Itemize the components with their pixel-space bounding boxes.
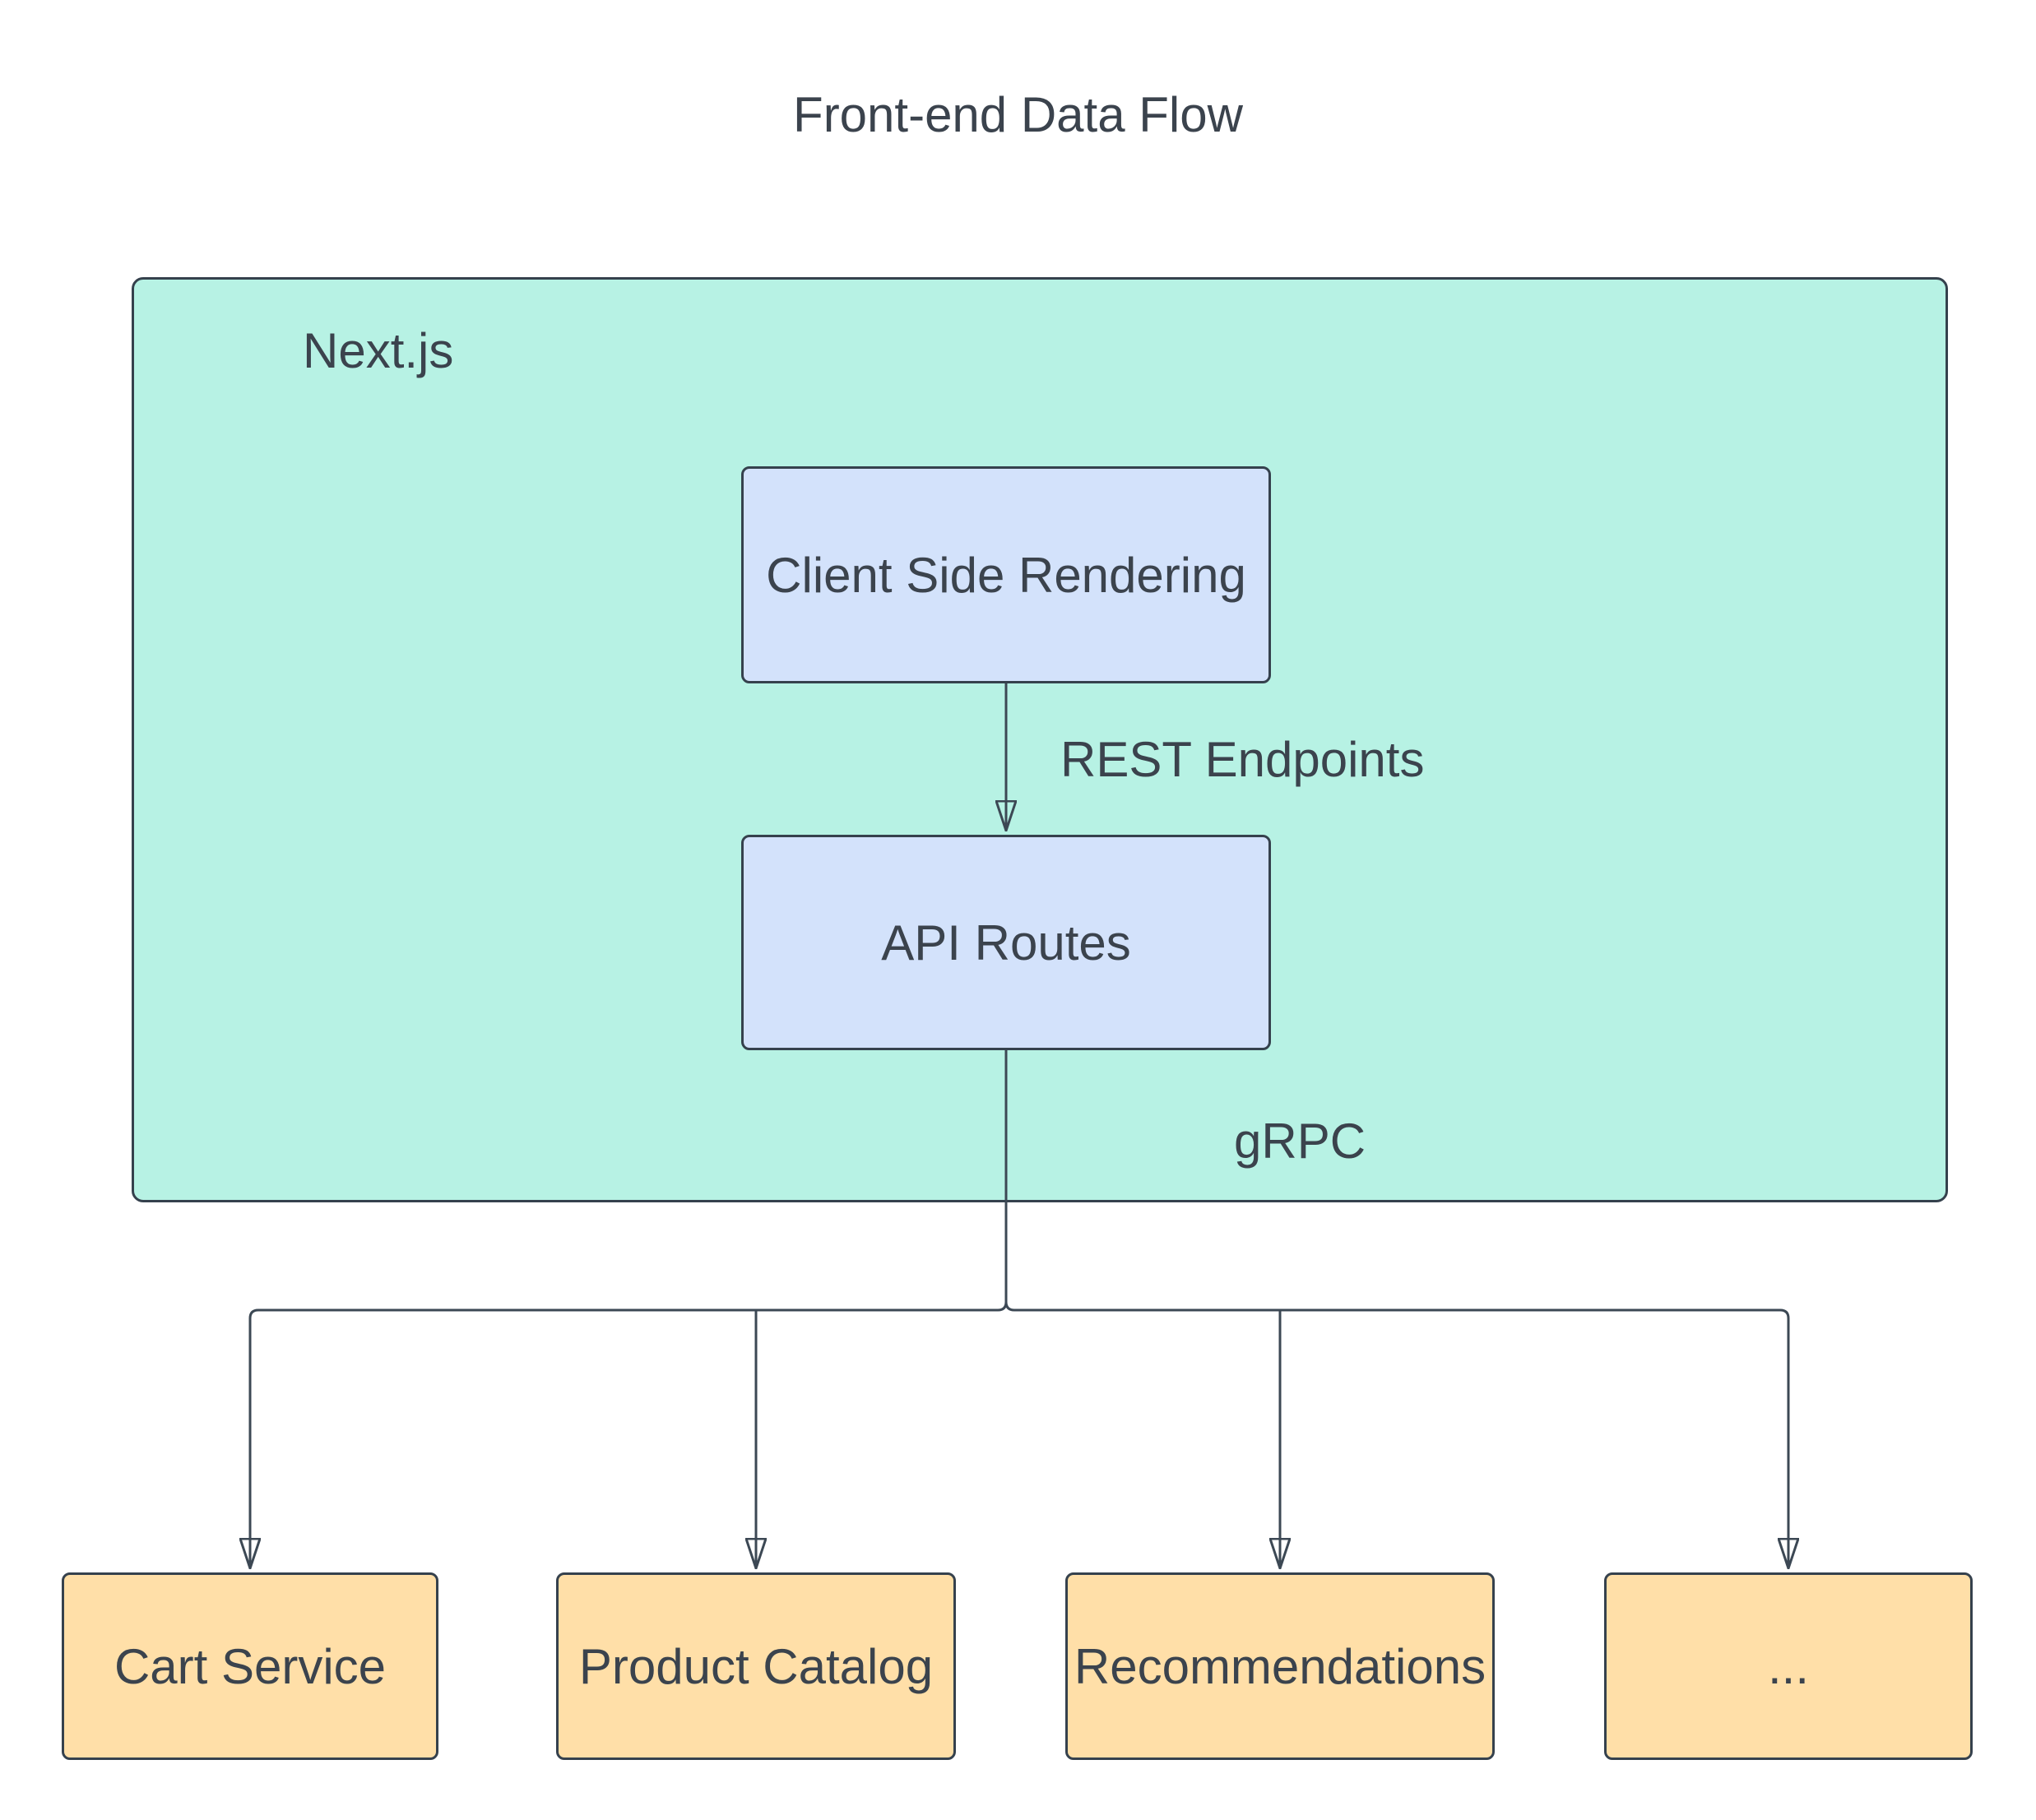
- node-client-side-rendering: Client Side Rendering: [741, 466, 1271, 683]
- node-recommendations-label: Recommendations: [1074, 1638, 1486, 1694]
- node-client-side-rendering-label: Client Side Rendering: [766, 547, 1246, 603]
- container-nextjs: Next.js: [132, 277, 1948, 1202]
- node-product-catalog-label: Product Catalog: [578, 1638, 934, 1694]
- node-ellipsis-service: ...: [1604, 1572, 1973, 1760]
- node-cart-service-label: Cart Service: [114, 1638, 387, 1694]
- node-cart-service: Cart Service: [62, 1572, 438, 1760]
- edge-label-grpc: gRPC: [1234, 1114, 1366, 1169]
- node-api-routes-label: API Routes: [881, 915, 1131, 970]
- container-nextjs-label: Next.js: [303, 323, 454, 378]
- node-recommendations: Recommendations: [1065, 1572, 1495, 1760]
- diagram-title: Front-end Data Flow: [793, 87, 1243, 142]
- edge-label-rest-endpoints: REST Endpoints: [1060, 732, 1425, 787]
- node-product-catalog: Product Catalog: [556, 1572, 956, 1760]
- node-ellipsis-service-label: ...: [1767, 1638, 1809, 1694]
- edge-api-to-ellipsis-service: [1004, 1301, 1788, 1568]
- node-api-routes: API Routes: [741, 835, 1271, 1050]
